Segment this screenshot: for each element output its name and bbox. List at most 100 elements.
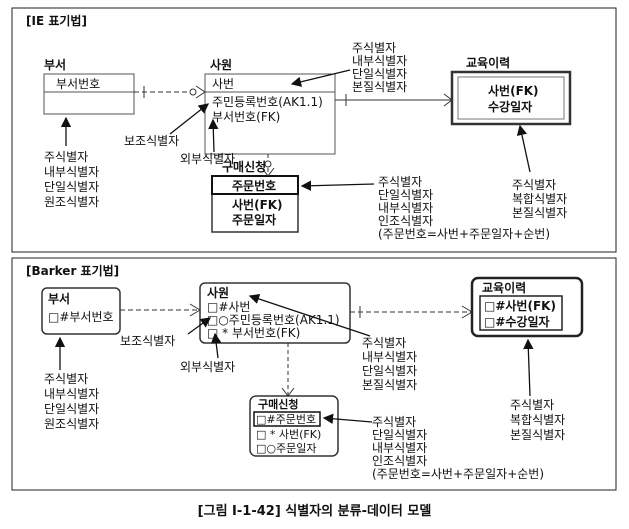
- ie-emp-arrow: [290, 69, 351, 87]
- ie-emp-types: 주식별자 내부식별자 단일식별자 본질식별자: [352, 42, 407, 94]
- barker-edu-type: 복합식별자: [510, 413, 566, 427]
- barker-order-type: 인조식별자: [372, 454, 428, 468]
- ie-order-a2: 사번(FK): [232, 198, 283, 212]
- ie-crow-2b: [443, 99, 453, 107]
- barker-sub-label: 보조식별자: [120, 334, 176, 348]
- barker-edu-box: [470, 276, 584, 338]
- barker-crow-2b: [461, 311, 473, 319]
- barker-edu-arrow: [523, 338, 534, 397]
- barker-emp-type: 본질식별자: [362, 378, 418, 392]
- ie-order-pk-box: [211, 175, 299, 195]
- barker-crow-2a: [461, 305, 473, 313]
- barker-dept-types: 주식별자 내부식별자 단일식별자 원조식별자: [44, 372, 99, 432]
- barker-crow-1a: [189, 303, 201, 311]
- ie-title: [IE 표기법]: [26, 14, 87, 28]
- ie-edu-arrow: [516, 124, 531, 173]
- ie-emp-type: 주식별자: [352, 41, 397, 55]
- barker-edu-types: 주식별자 복합식별자 본질식별자: [510, 398, 565, 443]
- barker-order-a1: □#주문번호: [256, 413, 317, 426]
- barker-dept-box: [41, 287, 121, 335]
- barker-title: [Barker 표기법]: [26, 264, 120, 278]
- ie-order-a1: 주문번호: [232, 179, 277, 193]
- ie-dept-type: 원조식별자: [44, 195, 100, 209]
- barker-edu-type: 주식별자: [510, 398, 555, 412]
- ie-edu-a1: 사번(FK): [488, 84, 539, 98]
- barker-fk-arrow: [210, 332, 222, 359]
- ie-emp-a1: 주민등록번호(AK1.1): [212, 95, 323, 109]
- barker-dept-type: 원조식별자: [44, 417, 100, 431]
- ie-emp-type: 내부식별자: [352, 54, 408, 68]
- barker-emp-name: 사원: [207, 286, 230, 300]
- barker-dept-type: 내부식별자: [44, 387, 100, 401]
- barker-edu-a1: □#사번(FK): [484, 299, 556, 313]
- ie-emp-name: 사원: [210, 58, 233, 72]
- barker-dept-type: 단일식별자: [44, 402, 100, 416]
- ie-emp-box: [204, 73, 336, 155]
- barker-order-pk-box: [253, 411, 321, 427]
- ie-edu-type: 주식별자: [512, 178, 557, 192]
- ie-emp-a2: 부서번호(FK): [212, 110, 281, 124]
- ie-dept-name: 부서: [44, 58, 67, 72]
- barker-dept-attr: □#부서번호: [48, 310, 114, 324]
- ie-optional-circle: [189, 88, 197, 96]
- ie-dept-type: 주식별자: [44, 150, 89, 164]
- ie-crow-1a: [195, 85, 206, 93]
- barker-sub-arrow: [187, 317, 212, 335]
- ie-dept-type: 내부식별자: [44, 165, 100, 179]
- ie-edu-name: 교육이력: [466, 56, 511, 70]
- ie-order-a3: 주문일자: [232, 213, 277, 227]
- barker-edu-inner: [479, 295, 563, 331]
- barker-order-type: 내부식별자: [372, 441, 428, 455]
- ie-crow-3b: [267, 167, 275, 177]
- ie-order-type: 인조식별자: [378, 214, 434, 228]
- ie-order-types: 주식별자 단일식별자 내부식별자 인조식별자 (주문번호=사번+주문일자+순번): [378, 176, 550, 241]
- barker-emp-a2: □○주민등록번호(AK1.1): [207, 313, 340, 327]
- ie-edu-type: 본질식별자: [512, 206, 568, 220]
- ie-sub-arrow: [169, 103, 210, 135]
- barker-fk-label: 외부식별자: [180, 360, 236, 374]
- barker-order-type: 단일식별자: [372, 428, 428, 442]
- barker-emp-a3: □ * 부서번호(FK): [207, 326, 301, 340]
- ie-order-type: (주문번호=사번+주문일자+순번): [378, 227, 551, 241]
- ie-order-arrow: [300, 180, 375, 191]
- barker-crow-1b: [189, 309, 201, 317]
- ie-edu-a2: 수강일자: [488, 100, 533, 114]
- barker-edu-a2: □#수강일자: [484, 315, 550, 329]
- ie-crow-2a: [443, 93, 453, 101]
- barker-emp-type: 단일식별자: [362, 364, 418, 378]
- ie-order-type: 주식별자: [378, 175, 423, 189]
- barker-order-types: 주식별자 단일식별자 내부식별자 인조식별자 (주문번호=사번+주문일자+순번): [372, 416, 544, 481]
- ie-crow-3a: [261, 167, 269, 177]
- barker-emp-type: 내부식별자: [362, 350, 418, 364]
- barker-order-type: (주문번호=사번+주문일자+순번): [372, 467, 545, 481]
- figure-caption: [그림 Ⅰ-1-42] 식별자의 분류-데이터 모델: [197, 504, 432, 519]
- barker-crow-3a: [281, 387, 289, 397]
- ie-edu-type: 복합식별자: [512, 192, 568, 206]
- ie-order-type: 단일식별자: [378, 188, 434, 202]
- ie-emp-type: 본질식별자: [352, 80, 408, 94]
- ie-dept-type: 단일식별자: [44, 180, 100, 194]
- ie-edu-inner-box: [457, 76, 565, 120]
- barker-order-arrow: [322, 413, 373, 424]
- barker-order-a2: □ * 사번(FK): [256, 428, 322, 441]
- ie-dept-box: [43, 73, 135, 115]
- barker-emp-types: 주식별자 내부식별자 단일식별자 본질식별자: [362, 336, 417, 392]
- barker-emp-type: 주식별자: [362, 336, 407, 350]
- barker-edu-name: 교육이력: [482, 281, 527, 295]
- barker-order-name: 구매신청: [258, 398, 299, 411]
- ie-optional-circle-2: [264, 160, 272, 168]
- barker-emp-arrow: [248, 293, 371, 337]
- ie-emp-type: 단일식별자: [352, 67, 408, 81]
- ie-crow-1b: [195, 91, 206, 99]
- ie-order-name: 구매신청: [222, 160, 267, 174]
- ie-dept-attr: 부서번호: [56, 77, 101, 91]
- barker-dept-name: 부서: [48, 292, 71, 306]
- ie-edu-types: 주식별자 복합식별자 본질식별자: [512, 178, 567, 220]
- barker-emp-a1: □#사번: [207, 300, 251, 314]
- ie-fk-arrow: [208, 118, 219, 153]
- barker-order-a3: □○주문일자: [256, 442, 317, 455]
- barker-edu-type: 본질식별자: [510, 428, 566, 442]
- ie-order-type: 내부식별자: [378, 201, 434, 215]
- ie-sub-label: 보조식별자: [124, 134, 180, 148]
